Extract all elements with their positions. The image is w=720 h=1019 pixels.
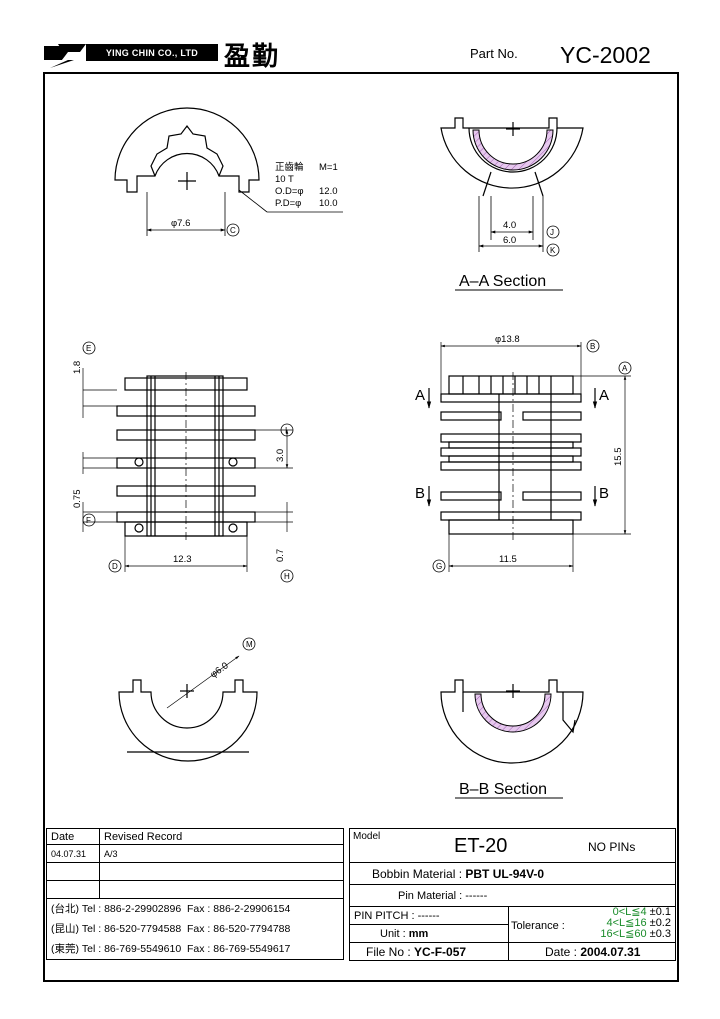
file-no: YC-F-057 xyxy=(414,944,467,959)
pin-material-label: Pin Material : xyxy=(398,889,463,902)
dim-a: 15.5 xyxy=(613,448,624,467)
company-name-cn: 盈勤 xyxy=(224,42,281,72)
mark-b: B xyxy=(590,342,595,351)
dim-d: 12.3 xyxy=(173,554,192,565)
pin-material: ------ xyxy=(465,889,488,902)
cut-b-right: B xyxy=(599,485,609,502)
mark-e: E xyxy=(86,344,91,353)
contact-city: (台北) xyxy=(51,903,79,915)
mark-d: D xyxy=(112,562,118,571)
bobbin-material: PBT UL-94V-0 xyxy=(465,866,545,881)
contact-city: (昆山) xyxy=(51,923,79,935)
unit-label: Unit : xyxy=(380,927,406,940)
rev-date xyxy=(46,862,100,881)
contact-tel: Tel : 86-769-5549610 xyxy=(81,943,182,955)
rev-date: 04.07.31 xyxy=(46,844,100,863)
dim-b: φ13.8 xyxy=(495,334,520,345)
tolerance-label: Tolerance : xyxy=(511,920,565,932)
technical-drawing: 正齒輪 M=1 10 T O.D=φ 12.0 P.D=φ 10.0 φ7.6 … xyxy=(72,107,632,799)
contact-tel: Tel : 86-520-7794588 xyxy=(81,923,182,935)
dim-c: φ7.6 xyxy=(171,218,190,229)
contact-row: (昆山) Tel : 86-520-7794588 Fax : 86-520-7… xyxy=(51,919,339,939)
gear-od-label: O.D=φ xyxy=(275,186,304,197)
cut-b-left: B xyxy=(415,485,425,502)
tol-value: ±0.1 xyxy=(649,906,671,918)
rev-date-header: Date xyxy=(46,828,100,845)
rev-record: A/3 xyxy=(99,844,344,863)
section-a-title: A–A Section xyxy=(459,273,546,290)
dim-g: 11.5 xyxy=(499,554,517,565)
file-label: File No : xyxy=(366,944,411,959)
contact-tel: Tel : 886-2-29902896 xyxy=(81,903,182,915)
dim-j: 4.0 xyxy=(503,220,516,231)
rev-date xyxy=(46,880,100,899)
contact-row: (東莞) Tel : 86-769-5549610 Fax : 86-769-5… xyxy=(51,939,339,959)
dim-e: 1.8 xyxy=(72,361,83,374)
spec-table: Model ET-20 NO PINs Bobbin Material : PB… xyxy=(349,828,676,961)
company-name-en: YING CHIN CO., LTD xyxy=(86,44,218,61)
tol-range: 16<L≦60 xyxy=(600,928,647,940)
mark-h: H xyxy=(284,572,290,581)
model-label: Model xyxy=(353,831,381,842)
tol-range: 0<L≦4 xyxy=(612,906,647,918)
doc-date: 2004.07.31 xyxy=(580,944,641,959)
front-view xyxy=(82,341,294,583)
part-no: YC-2002 xyxy=(560,42,651,68)
mark-a: A xyxy=(622,364,628,373)
mark-m: M xyxy=(246,640,253,649)
model-value: ET-20 xyxy=(454,835,508,857)
mark-k: K xyxy=(550,246,556,255)
contact-fax: Fax : 86-520-7794788 xyxy=(187,923,291,935)
tol-range: 4<L≦16 xyxy=(606,917,647,929)
gear-pd: 10.0 xyxy=(319,198,338,209)
section-a-hatch xyxy=(472,129,554,171)
mark-i: I xyxy=(285,426,287,435)
rev-record-header: Revised Record xyxy=(99,828,344,845)
mark-j: J xyxy=(550,228,554,237)
contact-city: (東莞) xyxy=(51,943,79,955)
contact-fax: Fax : 86-769-5549617 xyxy=(187,943,291,955)
pitch-value: ------ xyxy=(417,909,440,922)
pitch-label: PIN PITCH : xyxy=(354,909,415,922)
mark-g: G xyxy=(436,562,442,571)
dim-k: 6.0 xyxy=(503,235,516,246)
contact-row: (台北) Tel : 886-2-29902896 Fax : 886-2-29… xyxy=(51,899,339,919)
rev-record xyxy=(99,862,344,881)
gear-type: 正齒輪 xyxy=(275,161,304,173)
gear-pd-label: P.D=φ xyxy=(275,198,301,209)
bottom-view xyxy=(118,637,258,762)
gear-teeth: 10 T xyxy=(275,174,294,185)
unit-value: mm xyxy=(408,927,429,940)
tol-value: ±0.2 xyxy=(649,917,671,929)
cut-a-right: A xyxy=(599,387,609,404)
rev-record xyxy=(99,880,344,899)
section-a-view xyxy=(440,117,584,291)
cut-a-left: A xyxy=(415,387,425,404)
section-b-hatch xyxy=(474,693,552,733)
gear-module: M=1 xyxy=(319,162,338,173)
gear-od: 12.0 xyxy=(319,186,338,197)
dim-m: φ6.0 xyxy=(208,660,230,680)
side-view xyxy=(426,339,632,573)
top-view xyxy=(114,107,343,237)
dim-f: 0.75 xyxy=(72,490,83,509)
drawing-frame xyxy=(43,72,679,982)
pins-note: NO PINs xyxy=(588,840,636,854)
mark-f: F xyxy=(86,516,91,525)
contact-fax: Fax : 886-2-29906154 xyxy=(187,903,291,915)
mark-c: C xyxy=(230,226,236,235)
bobbin-label: Bobbin Material : xyxy=(372,866,463,881)
section-b-view xyxy=(440,679,584,799)
date-label: Date : xyxy=(545,944,578,959)
section-b-title: B–B Section xyxy=(459,781,547,798)
dim-h: 0.7 xyxy=(275,549,286,562)
part-no-label: Part No. xyxy=(470,46,518,61)
dim-i: 3.0 xyxy=(275,449,286,462)
tol-value: ±0.3 xyxy=(649,928,671,940)
company-logo xyxy=(44,44,88,68)
